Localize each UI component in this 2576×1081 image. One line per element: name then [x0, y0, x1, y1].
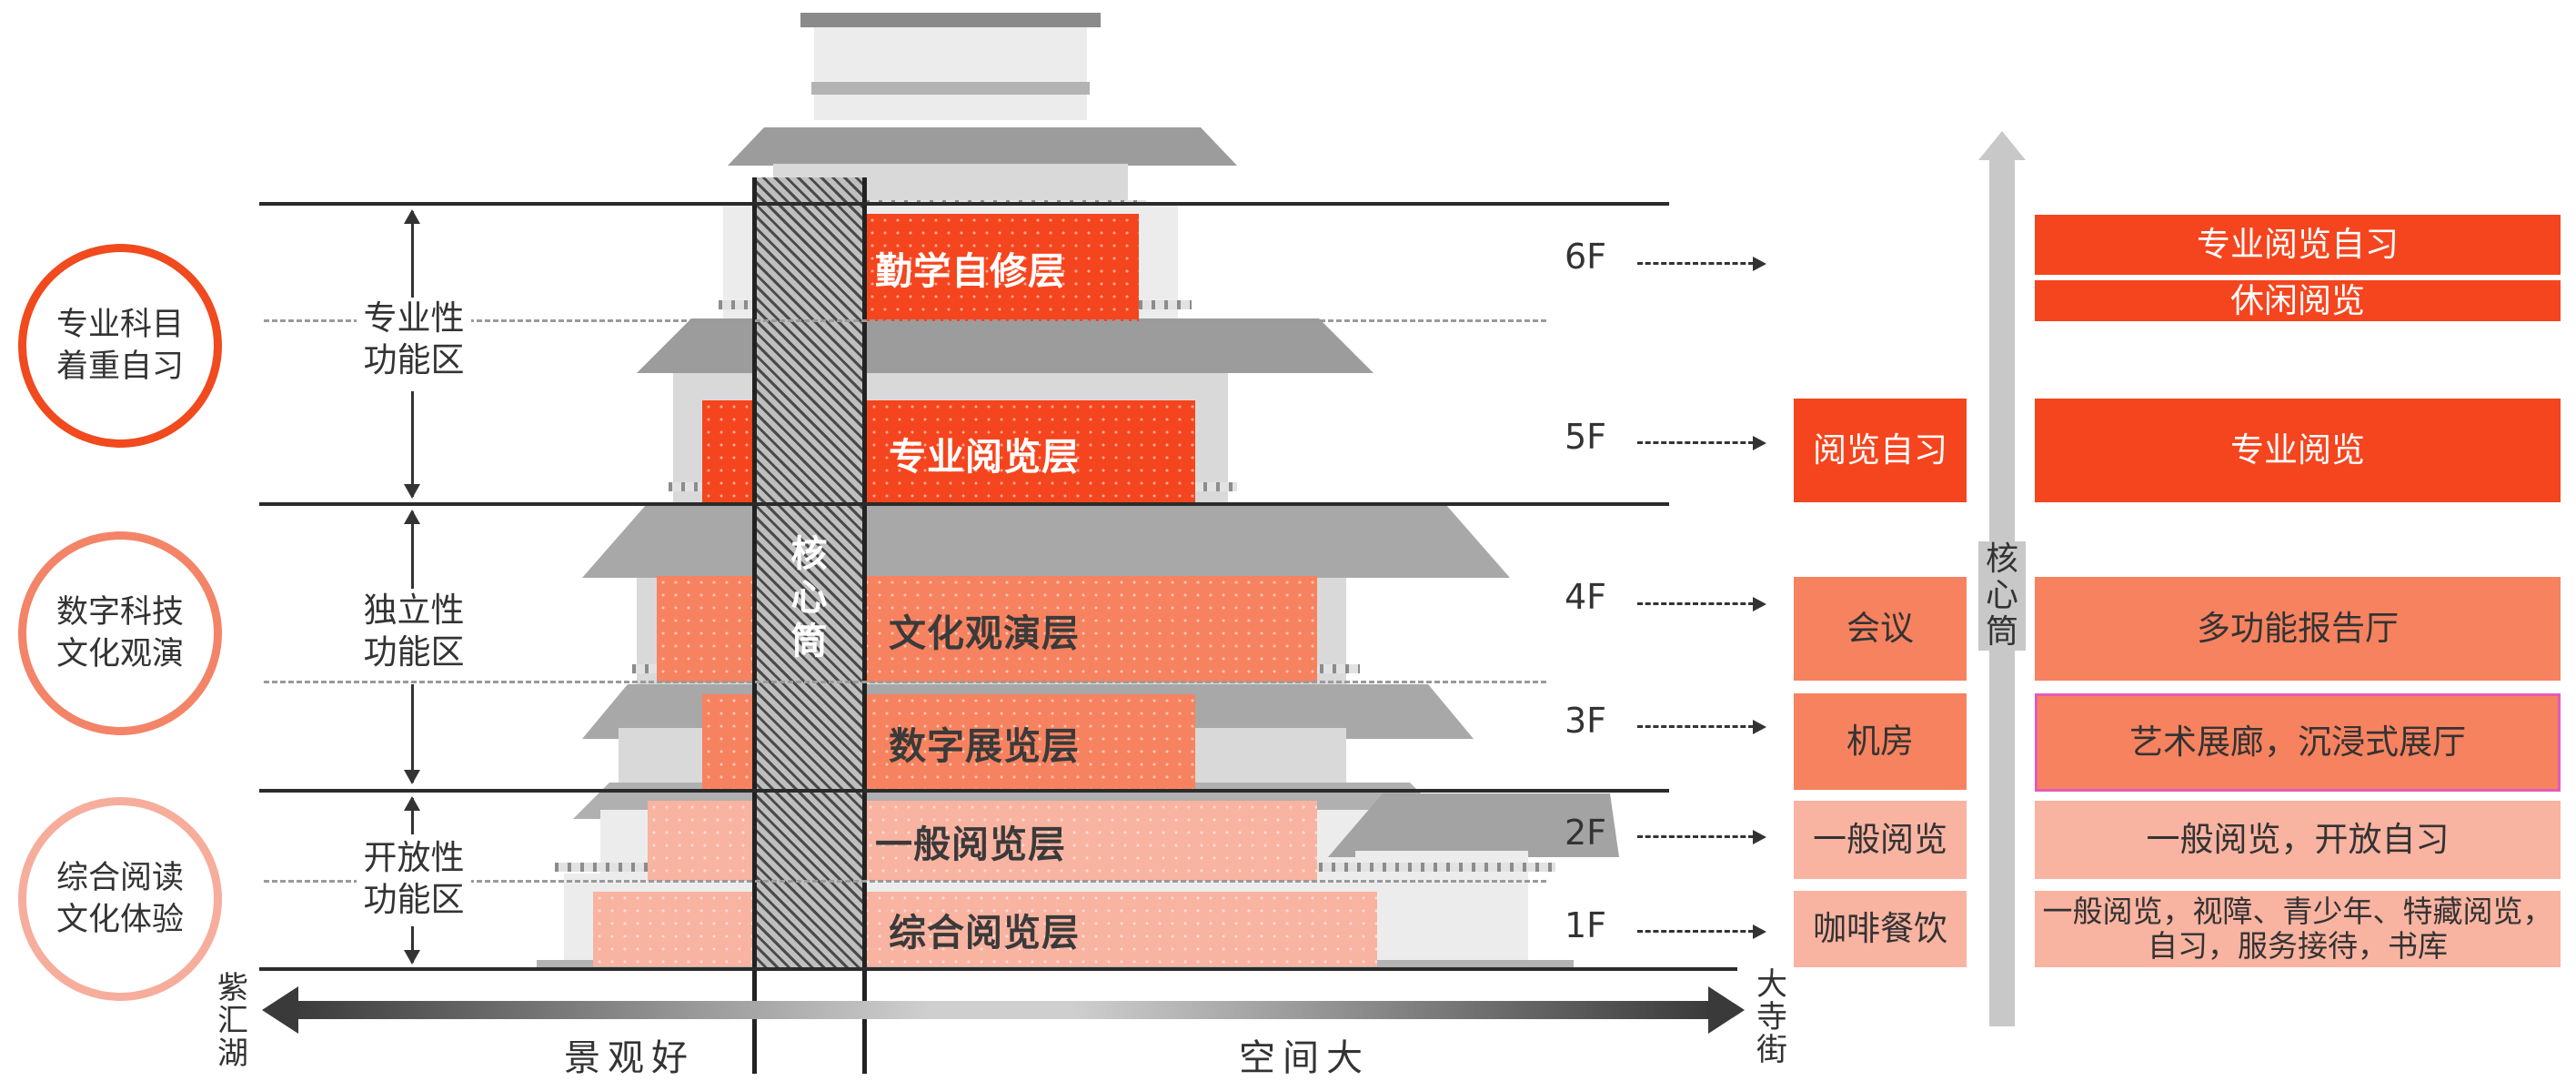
floor-label-6f: 6F [1565, 237, 1607, 277]
zone-divider-top [259, 202, 1669, 206]
main-box-2f: 一般阅览，开放自习 [2035, 801, 2561, 879]
axis-label-right: 空间大 [1239, 1037, 1370, 1079]
axis-end-right: 大寺街 [1756, 966, 1787, 1068]
zone-divider-lower [259, 789, 1669, 793]
zone-label-1: 专业性功能区 [357, 298, 471, 381]
floor-arrow-4f [1637, 597, 1766, 611]
function-box-1f: 咖啡餐饮 [1794, 891, 1967, 967]
floor-label-2f: 2F [1565, 813, 1607, 853]
zone-arrow-2-down [404, 684, 420, 784]
zone-arrow-1-up [404, 209, 420, 298]
main-box-4f: 多功能报告厅 [2035, 577, 2561, 681]
zone-divider-upper [259, 502, 1669, 506]
category-circle-2: 数字科技文化观演 [18, 531, 222, 735]
function-box-2f: 一般阅览 [1794, 801, 1967, 879]
ground-line [259, 967, 1737, 971]
core-tube-label: 核心筒 [790, 533, 828, 662]
floor-label-3f: 3F [1565, 701, 1607, 741]
floor-label-1f: 1F [1565, 905, 1607, 945]
zone-label-3: 开放性功能区 [357, 837, 471, 921]
category-circle-3: 综合阅读文化体验 [18, 797, 222, 1001]
axis-arrow-left [262, 986, 298, 1034]
core-right-wall [862, 177, 867, 1074]
floor-arrow-2f [1637, 830, 1766, 844]
function-box-4f: 会议 [1794, 577, 1967, 681]
core-arrow-label: 核心筒 [1978, 541, 2026, 651]
main-box-5f: 专业阅览 [2035, 399, 2561, 502]
guide-line-2 [264, 681, 1546, 683]
axis-end-left: 紫汇湖 [217, 970, 248, 1072]
floor-arrow-3f [1637, 720, 1766, 734]
view-space-axis [291, 1001, 1710, 1019]
floor-arrow-6f [1637, 257, 1766, 271]
main-box-6f-b: 休闲阅览 [2035, 280, 2561, 321]
zone-arrow-3-down [404, 926, 420, 965]
category-circle-1: 专业科目着重自习 [18, 244, 222, 448]
floor-arrow-1f [1637, 924, 1766, 939]
main-box-6f-a: 专业阅览自习 [2035, 215, 2561, 275]
zone-arrow-1-down [404, 391, 420, 499]
floor-arrow-5f [1637, 436, 1766, 450]
core-tube [754, 177, 864, 969]
axis-arrow-right [1708, 986, 1745, 1034]
guide-line-1 [264, 319, 1546, 322]
main-box-3f: 艺术展廊，沉浸式展厅 [2035, 693, 2561, 792]
main-box-1f: 一般阅览，视障、青少年、特藏阅览， 自习，服务接待，书库 [2035, 891, 2561, 967]
floor-label-5f: 5F [1565, 417, 1607, 457]
floor-band-2f: 一般阅览层 [648, 801, 1317, 881]
function-box-5f: 阅览自习 [1794, 399, 1967, 502]
zone-label-2: 独立性功能区 [357, 590, 471, 673]
floor-label-4f: 4F [1565, 577, 1607, 617]
function-box-3f: 机房 [1794, 693, 1967, 790]
axis-label-left: 景观好 [564, 1037, 695, 1079]
floor-band-6f: 勤学自修层 [866, 214, 1139, 321]
zone-arrow-2-up [404, 510, 420, 589]
floor-band-1f: 综合阅览层 [593, 892, 1377, 966]
zone-arrow-3-up [404, 796, 420, 834]
core-left-wall [752, 177, 757, 1074]
guide-line-3 [264, 880, 1546, 883]
